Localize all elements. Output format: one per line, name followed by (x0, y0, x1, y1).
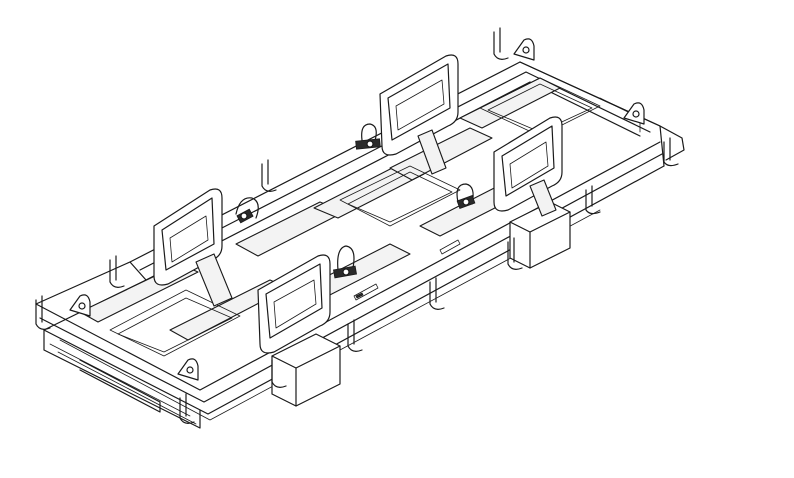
locating-block-2 (257, 254, 331, 354)
hook-brackets (35, 27, 679, 424)
lower-housing-front (271, 333, 341, 407)
locating-block-4 (493, 116, 563, 212)
shackle-icon (333, 245, 357, 279)
lifting-lugs (69, 38, 645, 381)
diagonal-braces (195, 129, 557, 307)
label-plates (353, 239, 461, 301)
locating-block-3 (379, 54, 459, 156)
shackle-icon (355, 123, 381, 150)
frame-openings (109, 77, 601, 357)
shackle-icon (456, 183, 476, 210)
shackle-icon (235, 197, 259, 224)
